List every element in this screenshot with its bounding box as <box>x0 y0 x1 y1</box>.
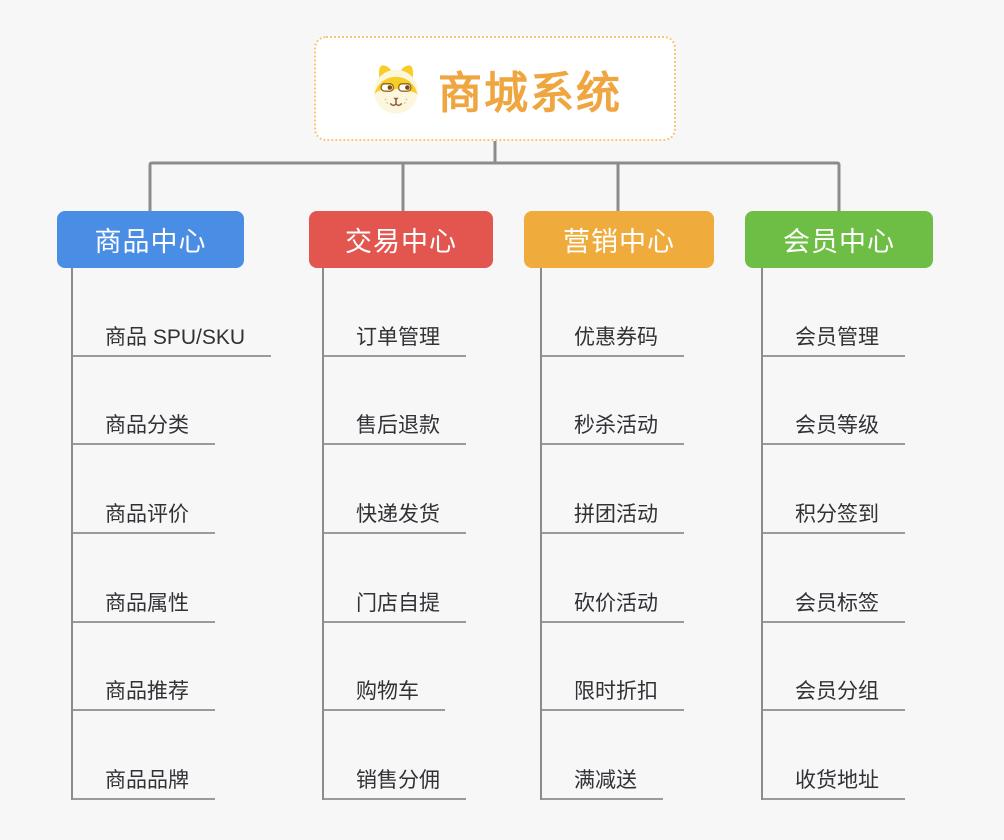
branch-list-product-center: 商品 SPU/SKU 商品分类 商品评价 商品属性 商品推荐 商品品牌 <box>71 268 272 801</box>
leaf-node[interactable]: 销售分佣 <box>324 711 466 801</box>
root-node-title: 商城系统 <box>438 68 622 118</box>
branch-node-product-center[interactable]: 商品中心 <box>57 211 244 268</box>
leaf-node[interactable]: 商品品牌 <box>73 711 271 801</box>
leaf-node[interactable]: 砍价活动 <box>542 534 684 623</box>
branch-node-member-center[interactable]: 会员中心 <box>745 211 933 268</box>
leaf-node[interactable]: 商品分类 <box>73 357 271 446</box>
branch-list-member-center: 会员管理 会员等级 积分签到 会员标签 会员分组 收货地址 <box>761 268 905 801</box>
leaf-node[interactable]: 会员标签 <box>763 534 905 623</box>
leaf-node[interactable]: 会员等级 <box>763 357 905 446</box>
root-node[interactable]: 商城系统 <box>314 36 676 141</box>
branch-node-trade-center[interactable]: 交易中心 <box>309 211 493 268</box>
leaf-node[interactable]: 优惠券码 <box>542 268 684 357</box>
leaf-node[interactable]: 商品推荐 <box>73 623 271 712</box>
leaf-node[interactable]: 会员管理 <box>763 268 905 357</box>
leaf-node[interactable]: 拼团活动 <box>542 445 684 535</box>
leaf-node[interactable]: 订单管理 <box>324 268 466 357</box>
leaf-node[interactable]: 收货地址 <box>763 711 905 801</box>
leaf-node[interactable]: 会员分组 <box>763 623 905 712</box>
leaf-node[interactable]: 限时折扣 <box>542 623 684 712</box>
leaf-node[interactable]: 积分签到 <box>763 445 905 535</box>
leaf-node[interactable]: 售后退款 <box>324 357 466 446</box>
leaf-node[interactable]: 快递发货 <box>324 445 466 535</box>
leaf-node[interactable]: 秒杀活动 <box>542 357 684 446</box>
dog-face-icon <box>374 64 418 113</box>
branch-list-marketing-center: 优惠券码 秒杀活动 拼团活动 砍价活动 限时折扣 满减送 <box>540 268 684 801</box>
leaf-node[interactable]: 商品评价 <box>73 445 271 535</box>
branch-node-marketing-center[interactable]: 营销中心 <box>524 211 714 268</box>
leaf-node[interactable]: 门店自提 <box>324 534 466 623</box>
leaf-node[interactable]: 购物车 <box>324 623 466 712</box>
leaf-node[interactable]: 商品 SPU/SKU <box>73 268 272 357</box>
leaf-node[interactable]: 满减送 <box>542 711 684 801</box>
branch-list-trade-center: 订单管理 售后退款 快递发货 门店自提 购物车 销售分佣 <box>322 268 466 801</box>
leaf-node[interactable]: 商品属性 <box>73 534 271 623</box>
